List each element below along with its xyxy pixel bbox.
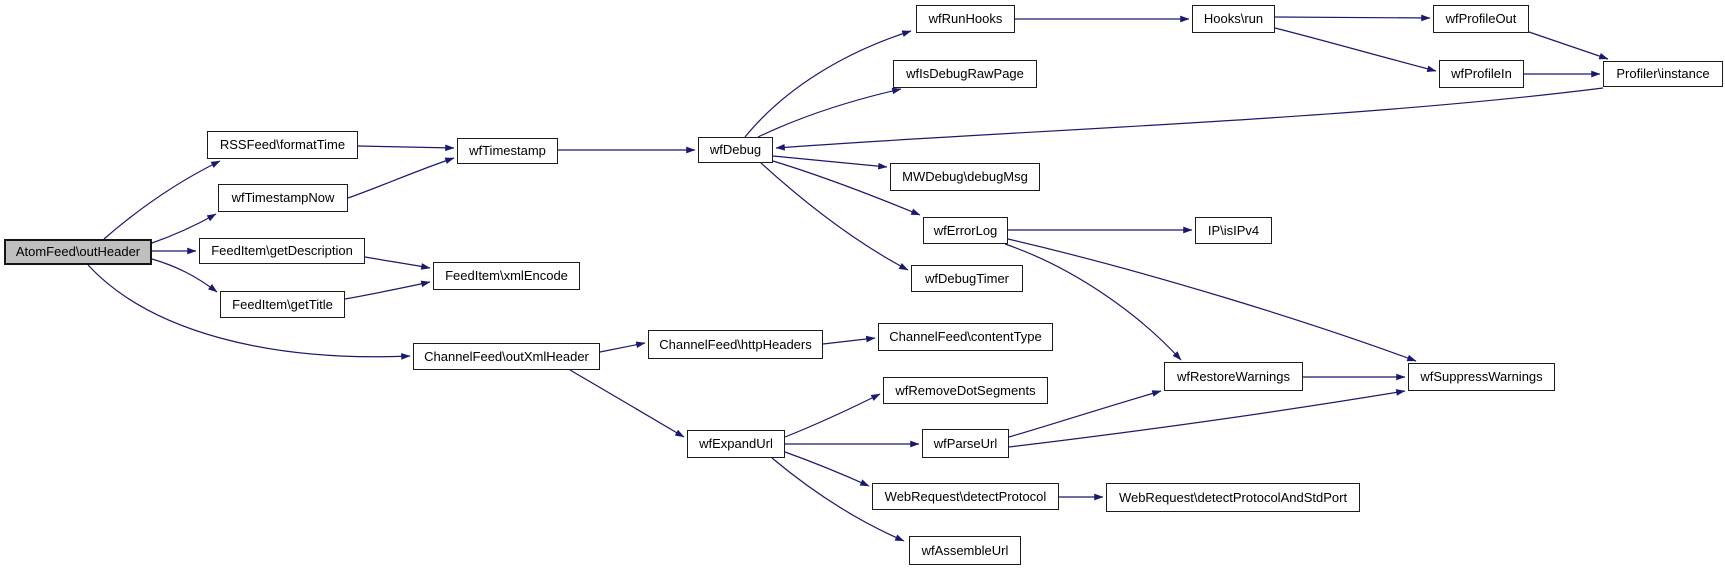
node-channelfeed-httpheaders[interactable]: ChannelFeed\httpHeaders bbox=[648, 330, 823, 359]
node-wfsuppresswarnings[interactable]: wfSuppressWarnings bbox=[1408, 363, 1555, 391]
node-wfremovedotsegments[interactable]: wfRemoveDotSegments bbox=[883, 377, 1048, 404]
edge-wferrorlog-to-wfrestorewarnings bbox=[1004, 243, 1182, 361]
node-channelfeed-contenttype[interactable]: ChannelFeed\contentType bbox=[878, 323, 1053, 351]
node-wfassembleurl[interactable]: wfAssembleUrl bbox=[909, 536, 1021, 565]
node-wfisdebugrawpage[interactable]: wfIsDebugRawPage bbox=[893, 60, 1037, 88]
edge-feeditem-getdescription-to-feeditem-xmlencode bbox=[364, 256, 431, 270]
edge-wfparseurl-to-wfsuppresswarnings bbox=[1008, 389, 1406, 448]
edge-wftimestampnow-to-wftimestamp bbox=[347, 157, 455, 199]
node-mwdebug-debugmsg[interactable]: MWDebug\debugMsg bbox=[890, 163, 1040, 191]
node-ip-isipv4[interactable]: IP\isIPv4 bbox=[1195, 217, 1272, 244]
node-wfparseurl[interactable]: wfParseUrl bbox=[922, 429, 1009, 458]
edge-atomfeed-outheader-to-channelfeed-outxmlheader bbox=[87, 264, 411, 360]
edge-channelfeed-httpheaders-to-channelfeed-contenttype bbox=[822, 335, 876, 345]
edge-profiler-instance-to-wfdebug bbox=[775, 87, 1604, 151]
edge-rssfeed-formattime-to-wftimestamp bbox=[357, 144, 455, 152]
node-feeditem-getdescription[interactable]: FeedItem\getDescription bbox=[199, 238, 365, 264]
node-wfprofileout[interactable]: wfProfileOut bbox=[1433, 5, 1529, 33]
edge-channelfeed-outxmlheader-to-channelfeed-httpheaders bbox=[599, 341, 646, 353]
node-wfdebug[interactable]: wfDebug bbox=[698, 137, 773, 163]
node-feeditem-xmlencode[interactable]: FeedItem\xmlEncode bbox=[433, 262, 580, 290]
node-webrequest-detectprotocolandstdport[interactable]: WebRequest\detectProtocolAndStdPort bbox=[1106, 483, 1360, 512]
node-wfexpandurl[interactable]: wfExpandUrl bbox=[687, 430, 785, 458]
node-wferrorlog[interactable]: wfErrorLog bbox=[923, 217, 1008, 244]
node-wfprofilein[interactable]: wfProfileIn bbox=[1439, 60, 1524, 88]
edge-atomfeed-outheader-to-wftimestampnow bbox=[151, 213, 217, 244]
edge-wferrorlog-to-wfsuppresswarnings bbox=[1007, 238, 1417, 362]
edge-wfexpandurl-to-wfassembleurl bbox=[771, 457, 905, 542]
node-wftimestamp[interactable]: wfTimestamp bbox=[457, 138, 558, 164]
edge-wfdebug-to-wfdebugtimer bbox=[760, 162, 909, 271]
edge-wfexpandurl-to-webrequest-detectprotocol bbox=[784, 451, 870, 487]
edge-hooks-run-to-wfprofilein bbox=[1274, 27, 1437, 73]
edge-atomfeed-outheader-to-rssfeed-formattime bbox=[103, 160, 221, 240]
edge-wfdebug-to-mwdebug-debugmsg bbox=[772, 155, 888, 170]
node-channelfeed-outxmlheader[interactable]: ChannelFeed\outXmlHeader bbox=[413, 343, 600, 370]
edge-channelfeed-outxmlheader-to-wfexpandurl bbox=[569, 369, 685, 438]
node-wfrunhooks[interactable]: wfRunHooks bbox=[916, 5, 1015, 33]
edge-wfdebug-to-wferrorlog bbox=[772, 160, 921, 216]
node-atomfeed-outheader: AtomFeed\outHeader bbox=[4, 239, 152, 265]
node-wfrestorewarnings[interactable]: wfRestoreWarnings bbox=[1164, 362, 1303, 391]
edge-wfexpandurl-to-wfremovedotsegments bbox=[784, 393, 881, 438]
node-wfdebugtimer[interactable]: wfDebugTimer bbox=[911, 265, 1023, 292]
edge-hooks-run-to-wfprofileout bbox=[1274, 14, 1431, 22]
edge-wfdebug-to-wfrunhooks bbox=[744, 30, 912, 138]
node-rssfeed-formattime[interactable]: RSSFeed\formatTime bbox=[207, 131, 358, 159]
edge-wfdebug-to-wfisdebugrawpage bbox=[757, 87, 902, 138]
edge-atomfeed-outheader-to-feeditem-gettitle bbox=[151, 258, 218, 293]
node-profiler-instance[interactable]: Profiler\instance bbox=[1603, 61, 1723, 87]
node-hooks-run[interactable]: Hooks\run bbox=[1192, 5, 1275, 33]
edge-feeditem-gettitle-to-feeditem-xmlencode bbox=[344, 280, 431, 300]
edge-wfparseurl-to-wfrestorewarnings bbox=[1008, 390, 1162, 438]
node-wftimestampnow[interactable]: wfTimestampNow bbox=[218, 184, 348, 212]
node-feeditem-gettitle[interactable]: FeedItem\getTitle bbox=[220, 291, 345, 318]
edge-wfprofileout-to-profiler-instance bbox=[1528, 31, 1609, 60]
node-webrequest-detectprotocol[interactable]: WebRequest\detectProtocol bbox=[872, 483, 1059, 510]
